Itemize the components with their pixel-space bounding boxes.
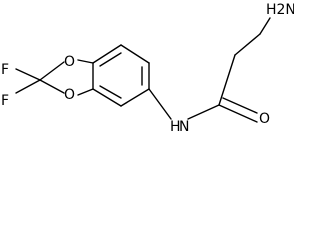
fluorine-lower-label: F xyxy=(1,93,9,109)
amide-hydrogen-label: H xyxy=(170,119,181,135)
benzene-bond-3 xyxy=(120,44,150,64)
amide-nitrogen-label: N xyxy=(179,119,189,135)
bond-carbonyl-ch2 xyxy=(218,54,236,106)
benzene-bond-2 xyxy=(92,44,122,64)
benzene-inner-double-3 xyxy=(99,85,122,99)
bond-c-f-lower xyxy=(15,79,41,94)
bond-o-lower-aromatic xyxy=(77,88,94,96)
ring-oxygen-upper-label: O xyxy=(64,54,75,70)
benzene-bond-5 xyxy=(120,88,150,107)
bond-ch2-ch2 xyxy=(234,33,261,56)
bond-o-upper-aromatic xyxy=(77,59,94,64)
ring-oxygen-lower-label: O xyxy=(64,87,75,103)
chemical-structure-diagram: F F O O H N O H2N xyxy=(1,2,294,135)
bond-aryl-nh xyxy=(148,88,172,120)
bond-carbonyl-o-2 xyxy=(222,97,258,114)
carbonyl-oxygen-label: O xyxy=(259,111,270,127)
benzene-inner-double-1 xyxy=(99,52,122,67)
fluorine-upper-label: F xyxy=(1,62,9,78)
bond-cf2-o-lower xyxy=(39,79,65,94)
bond-c-f-upper xyxy=(15,68,41,81)
bond-cf2-o-upper xyxy=(39,61,65,81)
bond-carbonyl-o-1 xyxy=(218,104,258,123)
bond-ch2-nh2 xyxy=(259,17,271,35)
amino-group-label: H2N xyxy=(266,2,294,18)
benzene-bond-6 xyxy=(92,88,122,107)
bond-nh-carbonyl xyxy=(187,104,220,120)
